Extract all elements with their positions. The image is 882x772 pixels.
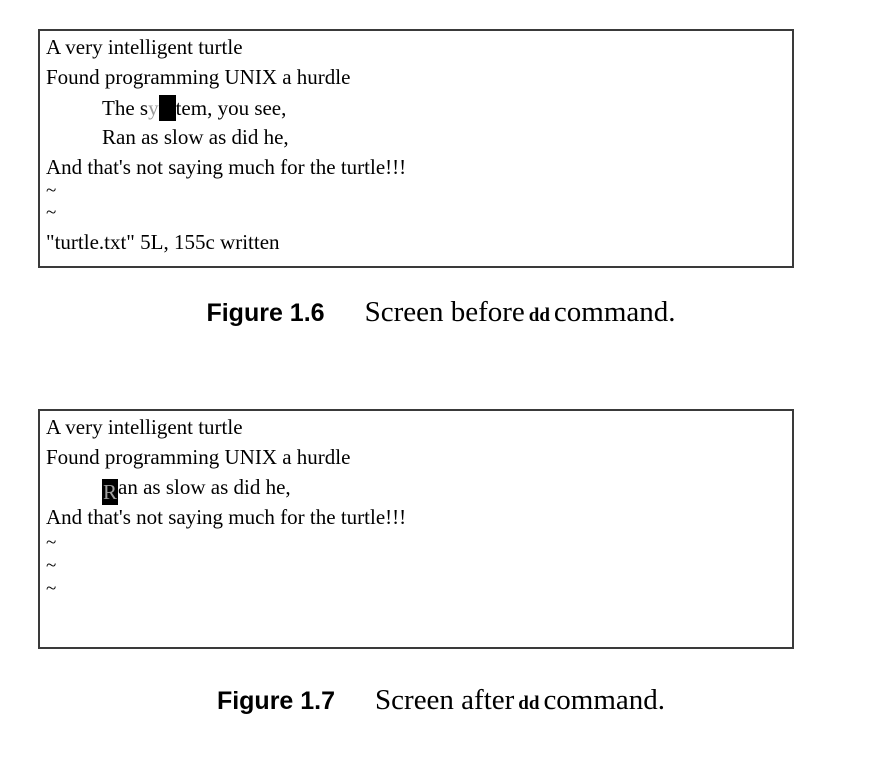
- editor-screen-before: A very intelligent turtle Found programm…: [38, 29, 794, 268]
- empty-line-tilde: ~: [46, 578, 57, 599]
- caption-command: dd: [528, 305, 550, 326]
- text-fragment: The sy: [102, 96, 159, 120]
- figure-label: Figure 1.7: [216, 687, 336, 715]
- text-fragment: tem, you see,: [175, 96, 287, 120]
- text-line: A very intelligent turtle: [46, 415, 243, 439]
- text-line: And that's not saying much for the turtl…: [46, 505, 407, 529]
- text-line: Found programming UNIX a hurdle: [46, 445, 351, 469]
- cursor-block: [158, 95, 176, 121]
- empty-line-tilde: ~: [46, 180, 57, 201]
- caption-text: command.: [553, 296, 676, 328]
- text-line: A very intelligent turtle: [46, 35, 243, 59]
- text-line-with-cursor: Ran as slow as did he,: [102, 475, 291, 505]
- empty-line-tilde: ~: [46, 202, 57, 223]
- figure-caption: Figure 1.7 Screen after dd command.: [0, 684, 882, 724]
- caption-command: dd: [518, 693, 540, 714]
- text-line: Ran as slow as did he,: [102, 125, 289, 149]
- caption-text: Screen before: [364, 296, 525, 328]
- empty-line-tilde: ~: [46, 555, 57, 576]
- text-line: Found programming UNIX a hurdle: [46, 65, 351, 89]
- cursor-on-character: R: [102, 479, 119, 505]
- status-line: "turtle.txt" 5L, 155c written: [46, 230, 280, 254]
- caption-text: command.: [543, 684, 666, 716]
- text-line: And that's not saying much for the turtl…: [46, 155, 407, 179]
- figure-label: Figure 1.6: [206, 299, 325, 327]
- caption-text: Screen after: [375, 684, 515, 716]
- empty-line-tilde: ~: [46, 532, 57, 553]
- text-line-with-cursor: The sy tem, you see,: [102, 95, 286, 121]
- faded-character: y: [148, 96, 159, 120]
- figure-caption: Figure 1.6 Screen before dd command.: [0, 296, 882, 336]
- editor-screen-after: A very intelligent turtle Found programm…: [38, 409, 794, 649]
- text-fragment: an as slow as did he,: [118, 475, 291, 499]
